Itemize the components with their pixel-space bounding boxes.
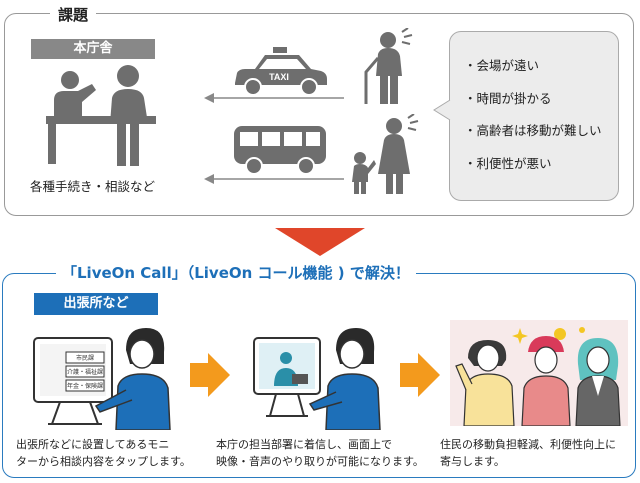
problem-heading: 課題 — [50, 4, 97, 25]
stress-mark-icon — [401, 28, 413, 45]
arrow-left-icon — [204, 174, 344, 184]
taxi-body — [235, 55, 327, 85]
step1-caption: 出張所などに設置してあるモニ ターから相談内容をタップします。 — [16, 436, 212, 470]
video-call-illustration — [253, 328, 381, 430]
counter-top — [46, 116, 156, 124]
step3-line: 住民の移動負担軽減、利便性向上に — [440, 438, 616, 451]
monitor-button: 年金・保険課 — [67, 382, 103, 390]
issue-item: ・時間が掛かる — [464, 90, 552, 106]
problem-frame — [4, 13, 634, 216]
bus-wheel-rear — [297, 157, 315, 175]
taxi-icon: TAXI — [235, 47, 327, 96]
step2-line: 映像・音声のやり取りが可能になります。 — [216, 455, 424, 468]
person-arm — [308, 391, 343, 411]
step1-line: ターから相談内容をタップします。 — [16, 455, 191, 468]
monitor-button: 市民課 — [76, 354, 94, 362]
monitor-tap-illustration: 市民課 介護・福祉課 年金・保険課 — [33, 328, 171, 430]
sparkle-dot — [579, 327, 585, 333]
lightbulb-icon — [554, 328, 566, 340]
taxi-wheel-rear — [300, 78, 318, 96]
step2-line: 本庁の担当部署に着信し、画面上で — [216, 438, 392, 451]
monitor-button: 介護・福祉課 — [67, 368, 103, 376]
counter-side — [48, 124, 56, 164]
issues-bubble: ・会場が遠い ・時間が掛かる ・高齢者は移動が難しい ・利便性が悪い — [449, 31, 619, 201]
issues-list: ・会場が遠い ・時間が掛かる ・高齢者は移動が難しい ・利便性が悪い — [450, 32, 618, 180]
issue-item: ・利便性が悪い — [464, 155, 552, 171]
step2-caption: 本庁の担当部署に着信し、画面上で 映像・音声のやり取りが可能になります。 — [216, 436, 430, 470]
taxi-window — [259, 59, 306, 69]
happy-residents-illustration — [450, 320, 628, 426]
visitor-body — [110, 89, 148, 124]
issue-item: ・会場が遠い — [464, 58, 540, 73]
remote-staff-head — [280, 352, 292, 364]
taxi-sign: TAXI — [269, 72, 289, 82]
stress-mark-icon — [407, 114, 419, 131]
down-arrow-icon — [275, 228, 365, 256]
bubble-tail — [433, 99, 452, 121]
solution-heading: 「LiveOn Call」（LiveOn コール機能 ) で解決！ — [56, 262, 416, 283]
person-arm — [94, 389, 133, 413]
taxi-roof-light — [273, 47, 287, 53]
issue-item: ・高齢者は移動が難しい — [464, 123, 602, 138]
visitor-head — [117, 65, 139, 87]
step1-line: 出張所などに設置してあるモニ — [16, 438, 170, 451]
next-arrow-icon — [400, 353, 440, 397]
visitor-leg-left — [117, 122, 126, 166]
elderly-person-icon — [364, 28, 413, 104]
sparkle-icon — [512, 328, 528, 344]
visitor-leg-right — [130, 122, 139, 166]
office-caption: 各種手続き・相談など — [30, 179, 156, 194]
taxi-wheel-front — [244, 78, 262, 96]
bus-wheel-front — [245, 157, 263, 175]
step3-caption: 住民の移動負担軽減、利便性向上に 寄与します。 — [440, 436, 636, 470]
person-body — [115, 373, 171, 430]
office-counter-illustration — [46, 65, 156, 166]
step3-line: 寄与します。 — [440, 455, 505, 468]
person-face — [129, 339, 155, 369]
person-body — [325, 373, 381, 430]
person-face — [339, 339, 365, 369]
office-label: 本庁舎 — [31, 39, 155, 59]
arrow-left-icon — [204, 93, 344, 103]
bus-icon — [234, 126, 326, 175]
next-arrow-icon — [190, 353, 230, 397]
clerk-body — [54, 84, 96, 116]
parent-child-icon — [352, 114, 419, 194]
clerk-head — [61, 71, 79, 89]
branch-label: 出張所など — [34, 293, 158, 315]
